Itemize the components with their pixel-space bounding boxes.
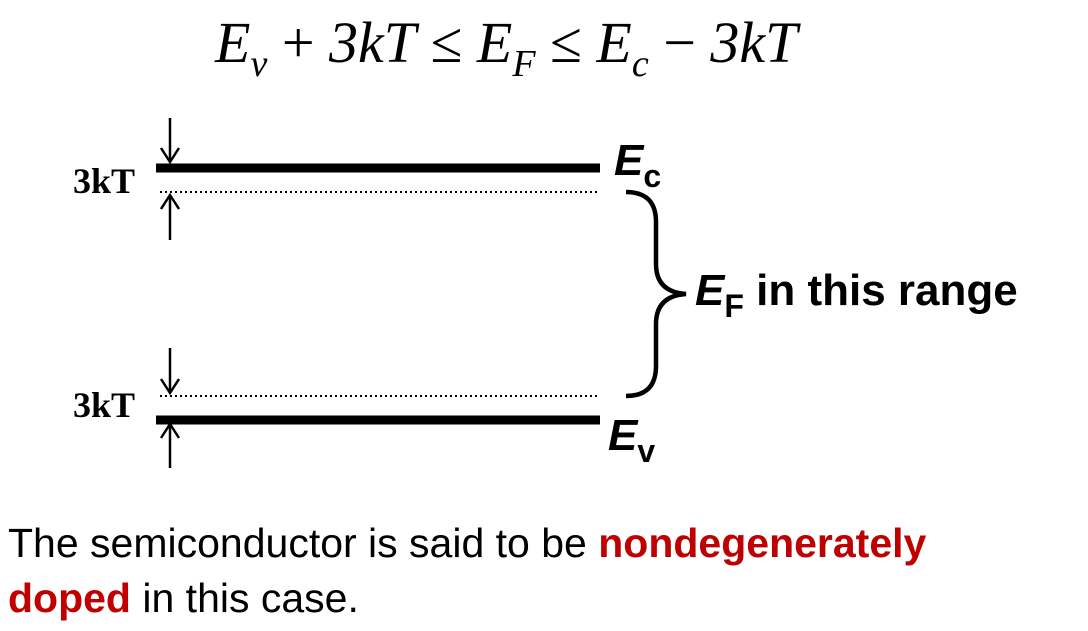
top-gap-label: 3kT <box>73 161 135 201</box>
ec-label-base: E <box>614 136 645 185</box>
eq-ev-base: E <box>214 10 250 75</box>
caption-before: The semiconductor is said to be <box>8 520 599 566</box>
range-label-text: in this range <box>744 266 1018 315</box>
bottom-gap-arrow-down <box>159 348 181 396</box>
range-equation: Ev + 3kT ≤ EF ≤ Ec − 3kT <box>214 10 801 85</box>
eq-ef-base: E <box>476 10 512 75</box>
eq-3kt-left: 3kT <box>328 10 420 75</box>
band-diagram: Ev + 3kT ≤ EF ≤ Ec − 3kT 3kT 3kT Ec Ev E… <box>73 10 1018 469</box>
range-curly-brace <box>625 189 687 399</box>
valence-band-label: Ev <box>608 411 655 469</box>
eq-plus: + <box>267 10 329 75</box>
ev-label-base: E <box>608 411 639 460</box>
eq-ef-sub: F <box>511 43 536 85</box>
eq-leq-2: ≤ <box>536 10 597 75</box>
caption-after: in this case. <box>130 575 359 621</box>
caption-highlight-doped: doped <box>8 575 131 621</box>
eq-ec-sub: c <box>632 43 649 85</box>
ec-label-sub: c <box>643 158 661 194</box>
ev-label-sub: v <box>637 433 655 469</box>
ef-label-base: E <box>695 266 726 315</box>
eq-ec-base: E <box>595 10 631 75</box>
fermi-range-label: EF in this range <box>695 266 1018 324</box>
caption: The semiconductor is said to be nondegen… <box>8 516 1083 626</box>
top-gap-arrow-down <box>159 118 181 165</box>
ef-label-sub: F <box>724 288 744 324</box>
eq-3kt-right: 3kT <box>709 10 801 75</box>
top-gap-arrow-up <box>159 192 181 240</box>
bottom-gap-label: 3kT <box>73 385 135 425</box>
bottom-gap-arrow-up <box>159 421 181 468</box>
eq-ev-sub: v <box>250 43 267 85</box>
conduction-band-label: Ec <box>614 136 661 194</box>
eq-minus: − <box>649 10 711 75</box>
caption-highlight-nondegenerately: nondegenerately <box>598 520 927 566</box>
eq-leq-1: ≤ <box>416 10 477 75</box>
